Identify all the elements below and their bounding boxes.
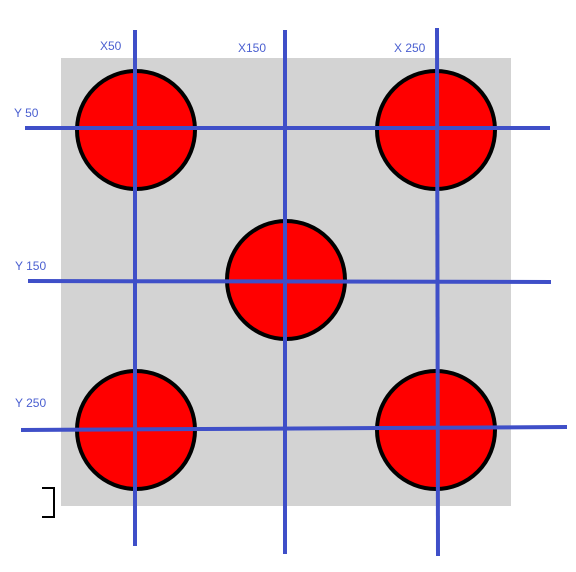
vertical-grid-line-3 <box>435 27 440 557</box>
horizontal-grid-line-2 <box>27 279 552 284</box>
y-label-150: Y 150 <box>15 259 47 273</box>
horizontal-grid-line-3 <box>20 425 568 432</box>
y-label-50: Y 50 <box>14 106 39 120</box>
corner-bracket-icon <box>42 487 55 518</box>
x-label-50: X50 <box>100 39 122 53</box>
x-label-250: X 250 <box>394 41 426 55</box>
y-label-250: Y 250 <box>15 396 47 410</box>
x-label-150: X150 <box>238 41 267 55</box>
